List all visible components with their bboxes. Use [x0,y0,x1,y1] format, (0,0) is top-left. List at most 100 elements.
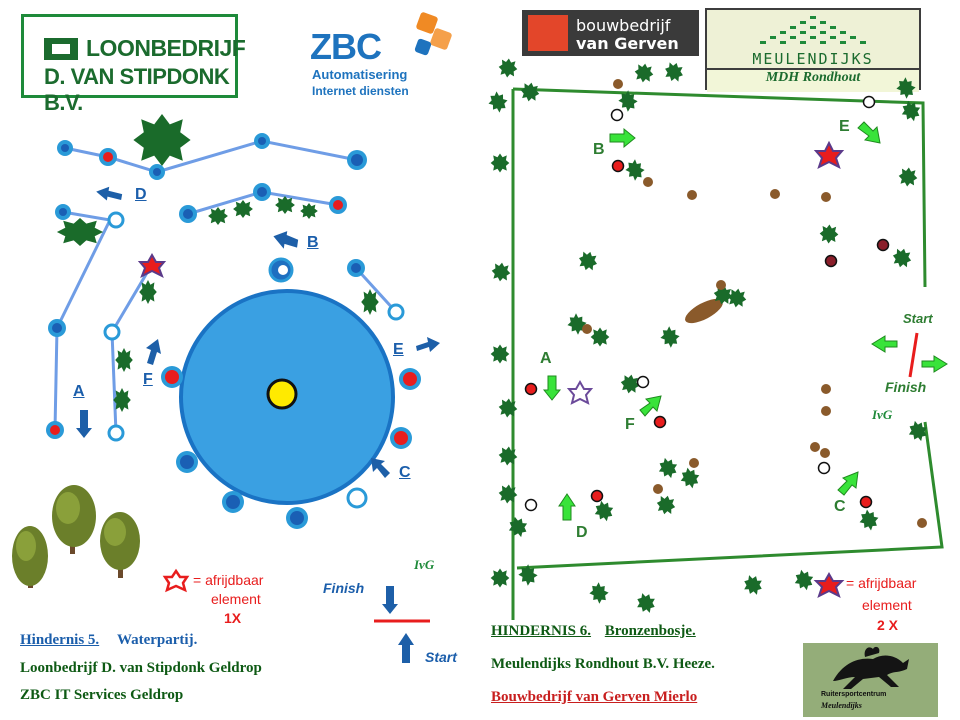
course-marker [55,204,71,220]
right-finish-label: Finish [885,379,927,395]
left-arrows [76,186,440,663]
bush-icon [893,73,919,103]
course-marker [254,133,270,149]
right-legend-count: 2 X [877,617,899,633]
right-caption-sponsor1: Meulendijks Rondhout B.V. Heeze. [491,656,715,672]
finish-arrow-icon [921,355,948,373]
course-marker [862,95,876,109]
wooden-post [917,518,927,528]
horse-rider-icon [833,646,909,689]
left-caption-sponsor2: ZBC IT Services Geldrop [20,687,184,703]
ruitersport-logo: Ruitersportcentrum Meulendijks [803,643,938,717]
arrow-b-icon [609,127,636,149]
wooden-post [716,280,726,290]
bush-icon [519,80,541,104]
course-marker [824,254,838,268]
wooden-post [653,484,663,494]
course-marker [653,415,667,429]
bush-icon [677,464,703,492]
gerven-logo-line2: van Gerven [576,34,679,53]
bush-icon [890,246,914,270]
course-marker [817,461,831,475]
left-point-f-label: F [143,371,153,388]
bush-icon [115,348,133,372]
waterpartij-diagram [12,114,440,663]
arrow-e-icon [416,337,440,352]
left-legend-text: = afrijdbaar [193,572,264,588]
arrow-c-icon [837,471,859,496]
right-caption-name: Bronzenbosje. [604,623,696,639]
arrow-b-icon [273,231,299,249]
course-marker [149,164,165,180]
course-marker [636,375,650,389]
bush-icon [113,388,131,412]
finish-arrow-icon [382,586,398,614]
pool-center-marker [266,378,298,410]
right-arrows [542,121,948,521]
meulendijks-logo-line1: MEULENDIJKS [752,50,874,68]
course-marker [253,183,271,201]
course-marker [103,323,121,341]
bush-icon [634,590,658,616]
right-markers [524,95,890,512]
course-marker [161,366,183,388]
bush-icon [662,59,686,85]
course-marker [57,140,73,156]
arrow-d-icon [96,186,123,201]
bush-icon [133,114,191,166]
bush-icon [657,323,683,351]
start-arrow-icon [398,633,414,663]
bush-icon [490,153,510,173]
gerven-mark-icon [528,15,568,51]
course-marker [99,148,117,166]
course-marker [859,495,873,509]
left-caption-sponsor1: Loonbedrijf D. van Stipdonk Geldrop [20,660,262,676]
right-signature: IvG [872,407,893,422]
zbc-logo-line1: Automatisering [312,67,408,82]
course-marker [222,491,244,513]
wooden-post [810,442,820,452]
course-marker [48,319,66,337]
bush-icon [56,218,104,246]
left-point-c-label: C [399,464,411,481]
left-point-b-label: B [307,234,319,251]
bronzenbosje-diagram [485,57,948,620]
arrow-c-icon [371,458,390,478]
left-finish-label: Finish [323,580,365,596]
bush-icon [897,166,919,188]
wooden-post [821,192,831,202]
wooden-post [820,448,830,458]
arrow-f-icon [146,339,161,365]
bush-icon [497,57,519,79]
left-caption-number: Hindernis 5. [20,632,100,648]
right-point-c-label: C [834,498,846,515]
left-markers [46,133,421,529]
zbc-logo: ZBC Automatisering Internet diensten [308,10,460,100]
right-caption-sponsor2: Bouwbedrijf van Gerven Mierlo [491,689,698,705]
gerven-logo-line1: bouwbedrijf [576,16,671,35]
course-marker [387,303,405,321]
left-point-e-label: E [393,341,404,358]
course-marker [524,382,538,396]
course-marker [179,205,197,223]
log-obstacle [685,298,723,324]
bush-icon [655,493,677,517]
bush-icon [633,62,655,84]
course-marker [176,451,198,473]
ruitersport-logo-line1: Ruitersportcentrum [821,691,887,698]
bush-icon [576,248,600,274]
loonbedrijf-logo: LOONBEDRIJF D. VAN STIPDONK B.V. [21,14,246,115]
bush-icon [586,578,612,608]
left-point-d-label: D [135,186,147,203]
course-marker [286,507,308,529]
bush-icon [497,445,519,467]
course-marker [107,211,125,229]
bush-icon [139,280,157,304]
bush-icon [361,289,379,315]
start-arrow-icon [871,335,898,353]
left-caption-name: Waterpartij. [116,632,198,648]
left-legend-count: 1X [224,610,242,626]
bush-icon [233,200,253,218]
zbc-logo-name: ZBC [310,26,382,67]
